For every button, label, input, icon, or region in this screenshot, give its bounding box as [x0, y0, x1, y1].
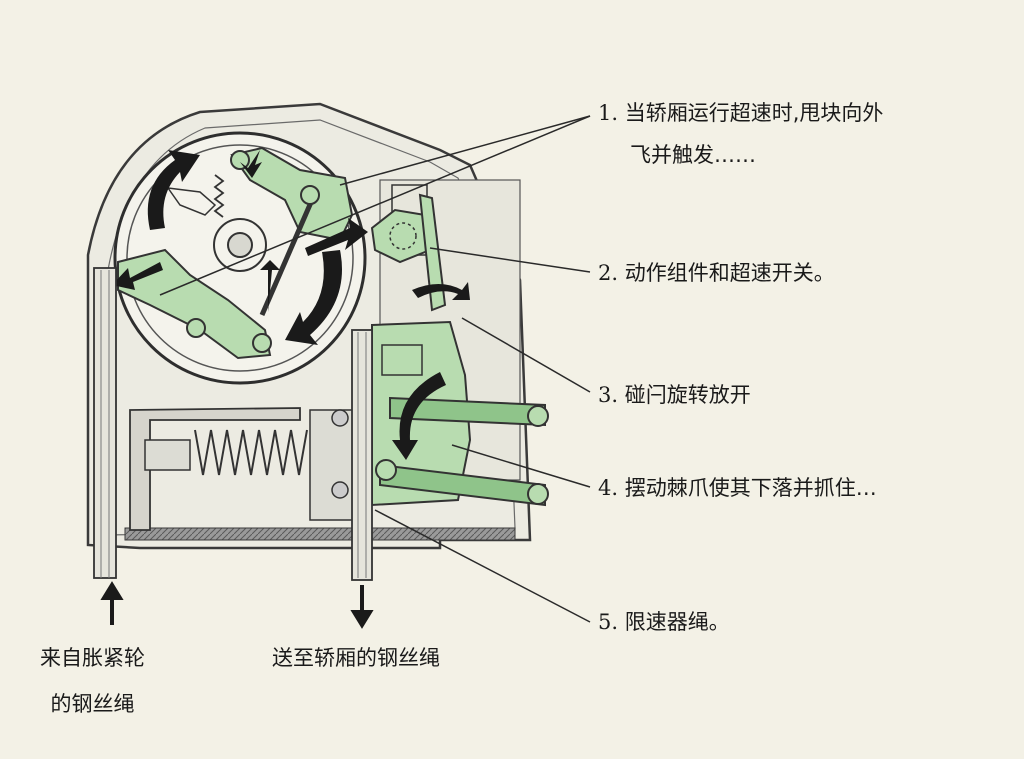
rope-down-arrow — [350, 585, 374, 629]
lower-flyweight — [117, 248, 272, 360]
callout-1: 1. 当轿厢运行超速时,甩块向外 — [598, 98, 883, 128]
callout-2-number: 2. — [598, 261, 619, 285]
bracket — [166, 187, 217, 216]
rope-from-tension-label: 来自胀紧轮 的钢丝绳 — [40, 635, 145, 727]
rope-up-arrow — [100, 581, 124, 625]
flyweight-spring — [213, 174, 225, 218]
callout-3-text: 碰闩旋转放开 — [624, 383, 751, 407]
callout-5: 5. 限速器绳。 — [598, 607, 730, 637]
pawl-assembly — [371, 320, 549, 507]
rotation-arrows — [112, 150, 368, 345]
callout-4-text: 摆动棘爪使其下落并抓住… — [624, 476, 877, 500]
rope-from-tension-line2: 的钢丝绳 — [50, 692, 135, 716]
callout-3: 3. 碰闩旋转放开 — [598, 380, 751, 410]
callout-1-line2: 飞并触发…… — [630, 143, 756, 167]
rope-to-car-label: 送至轿厢的钢丝绳 — [272, 635, 440, 681]
leader-lines — [159, 115, 591, 623]
callout-4: 4. 摆动棘爪使其下落并抓住… — [598, 473, 877, 503]
callout-3-number: 3. — [598, 383, 619, 407]
callout-5-text: 限速器绳。 — [624, 610, 730, 634]
callout-2: 2. 动作组件和超速开关。 — [598, 258, 835, 288]
upper-flyweight — [230, 146, 354, 242]
linkage-rod — [259, 199, 315, 316]
governor-ropes — [93, 267, 373, 581]
callout-2-text: 动作组件和超速开关。 — [624, 261, 835, 285]
callout-4-number: 4. — [598, 476, 619, 500]
callout-5-number: 5. — [598, 610, 619, 634]
callout-1-number: 1. — [598, 101, 619, 125]
rope-to-car-line1: 送至轿厢的钢丝绳 — [272, 646, 440, 670]
sheave-hub — [213, 218, 267, 272]
rope-from-tension-line1: 来自胀紧轮 — [40, 646, 145, 670]
callout-1-text: 当轿厢运行超速时,甩块向外 — [624, 101, 884, 125]
